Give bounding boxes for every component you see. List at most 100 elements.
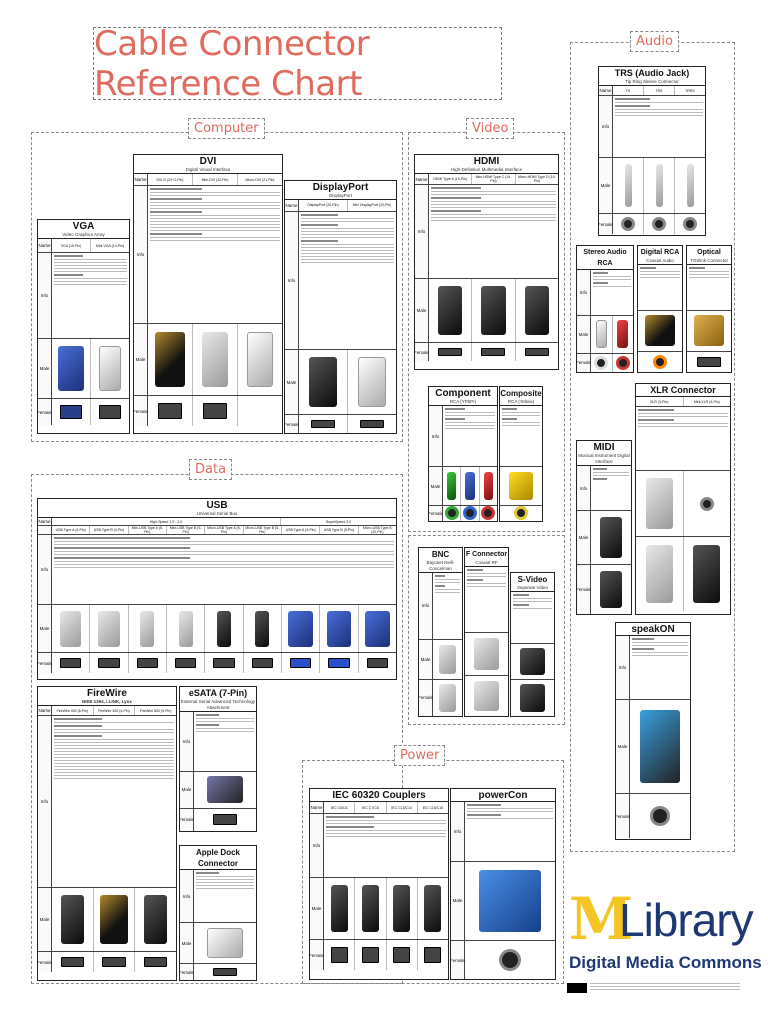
row-label-female: Female [599, 214, 613, 234]
iec-name-c5c6: IEC C5/C6 [324, 802, 356, 813]
row-label-info: Info [38, 253, 52, 338]
usb3-micro-b-plug-icon [364, 610, 390, 647]
row-label-info: Info [429, 406, 443, 467]
iec-c13-plug-icon [393, 884, 411, 933]
usb3-micro-b-port-icon [366, 658, 388, 668]
row-label-female: Female [616, 794, 630, 838]
vga-title: VGA [72, 221, 95, 232]
row-label-female: Female [577, 565, 591, 614]
usb-name-micro-b: Micro-USB Type B (5-Pin) [244, 526, 282, 534]
vga-name-mini: Mini-VGA (14-Pin) [95, 243, 125, 248]
row-label-name: Name [38, 239, 52, 252]
mini-vga-male-connector-icon [99, 345, 121, 392]
firewire-6pin-port-icon [60, 957, 84, 967]
usb-name-3-micro-b: Micro-USB Type B (10-Pin) [362, 526, 392, 534]
row-label-name: Name [285, 200, 299, 211]
displayport-card: DisplayPort DisplayPort Name DisplayPort… [284, 180, 397, 434]
svideo-title: S-Video [517, 575, 548, 584]
optical-title: Optical [697, 249, 721, 256]
usb-b-plug-icon [98, 610, 120, 647]
usb3-a-port-icon [290, 658, 312, 668]
xlr-name-3pin: XLR (3-Pin) [636, 397, 684, 406]
row-label-female: Female [38, 653, 52, 673]
row-label-male: Male [285, 350, 299, 415]
esata-female-port-icon [213, 814, 237, 826]
stereorca-title: Stereo Audio RCA [583, 249, 627, 267]
digitalrca-card: Digital RCA Coaxial Audio [637, 245, 683, 373]
xlr-card: XLR Connector XLR (3-Pin)Mini-XLR (4-Pin… [635, 383, 731, 615]
row-label-female: Female [285, 415, 299, 433]
row-label-info: Info [38, 535, 52, 604]
bnc-female-connector-icon [439, 684, 456, 712]
mini-dvi-female-port-icon [203, 403, 227, 419]
appledock-male-connector-icon [207, 928, 243, 959]
trs-title: TRS (Audio Jack) [614, 68, 690, 78]
row-label-female: Female [451, 941, 465, 979]
rca-red-port-icon [615, 355, 630, 370]
row-label-info: Info [180, 870, 194, 923]
trs-male-jack-icon [655, 164, 663, 207]
row-label-info: Info [616, 636, 630, 699]
component-female-port-icon [481, 506, 496, 521]
rca-white-plug-icon [595, 320, 607, 349]
row-label-info: Info [451, 802, 465, 861]
bnc-card: BNC Bayonet Neill-Concelman Info Male Fe… [418, 547, 463, 717]
svideo-card: S-Video Separate Video [510, 572, 555, 717]
micro-usb-b-port-icon [251, 658, 273, 668]
midi-card: MIDI Musical Instrument Digital Interfac… [576, 440, 632, 615]
fconnector-subtitle: Coaxial RF [475, 560, 498, 565]
esata-title: eSATA (7-Pin) [188, 688, 248, 698]
usb-card: USB Universal Serial Bus Name High-Speed… [37, 498, 397, 680]
row-label-female: Female [180, 964, 194, 980]
row-label-male: Male [429, 467, 443, 505]
hdmi-card: HDMI High-Definition Multimedia Interfac… [414, 154, 559, 370]
firewire-name-4pin: FireWire 400 (4-Pin) [94, 706, 136, 715]
row-label-info: Info [599, 96, 613, 157]
component-female-port-icon [462, 506, 477, 521]
chart-title: Cable Connector Reference Chart [94, 23, 370, 104]
component-blue-plug-icon [464, 471, 476, 501]
midi-male-connector-icon [599, 517, 623, 558]
digital-media-commons-label: Digital Media Commons [569, 953, 762, 972]
mlibrary-logo: M Library Digital Media Commons [567, 885, 762, 983]
speakon-card: speakON Info Male Female [615, 622, 691, 840]
mini-usb-a-port-icon [136, 658, 158, 668]
computer-section-label: Computer [188, 118, 265, 139]
fconnector-male-connector-icon [474, 638, 499, 671]
component-title: Component [435, 388, 491, 399]
micro-hdmi-female-port-icon [524, 347, 549, 357]
mlibrary-logo-library: Library [619, 894, 754, 946]
usb-name-3-b: USB Type B (9-Pin) [320, 526, 359, 534]
digitalrca-female-port-icon [653, 355, 667, 370]
audio-section-label: Audio [630, 31, 679, 52]
optical-subtitle: TOSlink Connector [690, 258, 728, 263]
firewire-name-6pin: FireWire 400 (6-Pin) [52, 706, 94, 715]
hdmi-name-micro: Micro-HDMI Type D (19-Pin) [517, 175, 556, 183]
row-label-female: Female [310, 940, 324, 970]
iec-name-c15c16: IEC C15/C16 [422, 805, 444, 810]
row-label-male: Male [38, 339, 52, 398]
row-label-info: Info [415, 185, 429, 278]
row-label-male: Male [38, 888, 52, 951]
vga-male-connector-icon [58, 345, 84, 392]
iec-name-c13c14: IEC C13/C14 [387, 802, 418, 813]
esata-subtitle: External Serial Advanced Technology Atta… [180, 699, 256, 710]
bnc-subtitle: Bayonet Neill-Concelman [426, 560, 455, 571]
row-label-info: Info [180, 712, 194, 771]
xlr-female-connector-icon [645, 545, 673, 603]
hdmi-female-port-icon [438, 347, 463, 357]
row-label-male: Male [134, 324, 148, 395]
mini-usb-b-plug-icon [178, 610, 193, 647]
usb-name-a: USB Type A (4-Pin) [52, 526, 91, 534]
trs-subtitle: Tip Ring Sleeve Connector [625, 79, 679, 84]
power-section-label: Power [394, 745, 446, 766]
usb-name-micro-a: Micro-USB Type A (5-Pin) [205, 526, 244, 534]
row-label-male: Male [180, 923, 194, 964]
creative-commons-icon [567, 983, 587, 993]
iec-c8-inlet-icon [361, 947, 379, 963]
dvi-name-mini: Mini-DVI (32-Pin) [193, 174, 238, 185]
firewire-subtitle: IEEE 1394, i.LINK, Lynx [82, 699, 132, 704]
midi-female-connector-icon [599, 570, 623, 609]
powercon-male-connector-icon [479, 870, 541, 932]
